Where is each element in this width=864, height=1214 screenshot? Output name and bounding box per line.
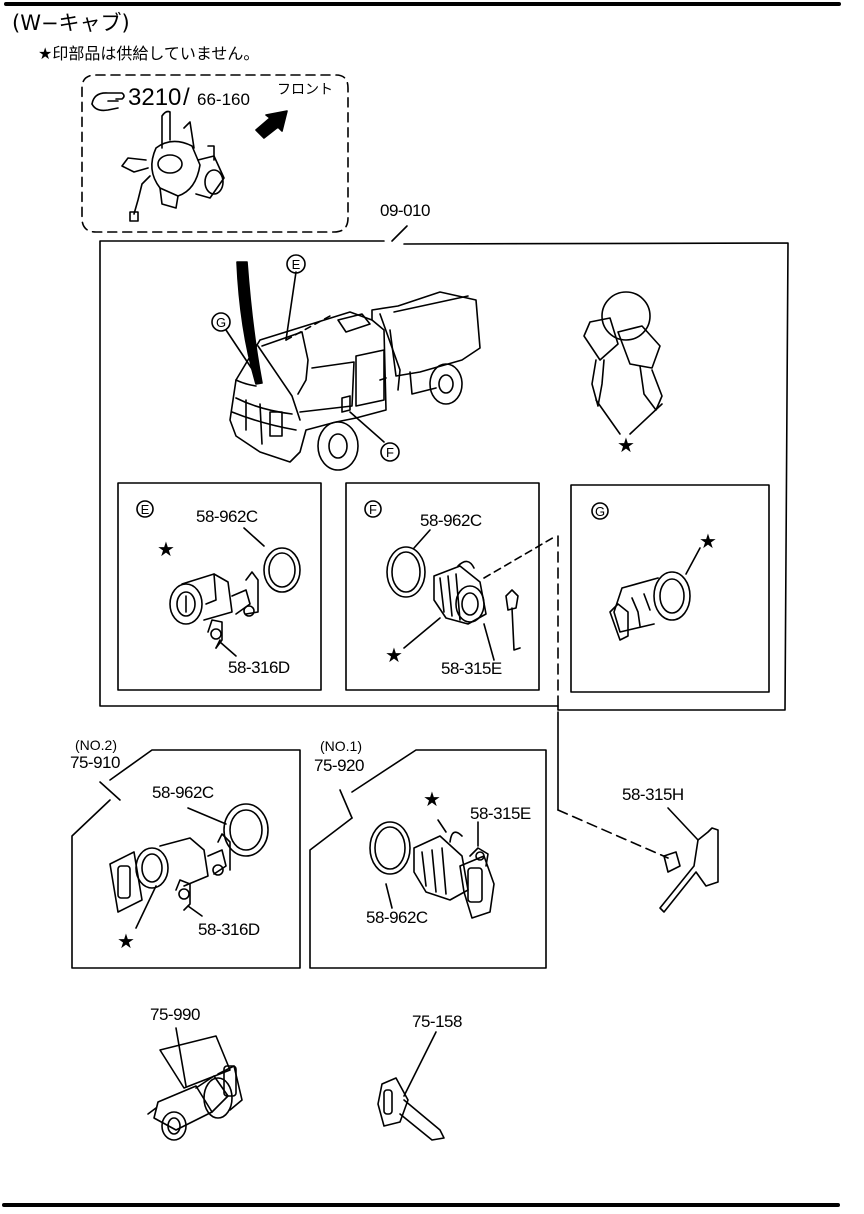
callout-f-letter: F: [386, 445, 394, 460]
truck-illustration: [225, 261, 481, 471]
callout-e-letter: E: [292, 257, 301, 272]
reference-dashed-box: [81, 74, 349, 233]
panel-f-rod-label[interactable]: 58-315E: [441, 659, 502, 678]
star-marker-set-no1: ★: [423, 789, 441, 811]
ref-main-number[interactable]: 3210: [128, 84, 182, 111]
panel-f-letter: F: [369, 502, 377, 517]
set-no2-part-label[interactable]: 75-910: [70, 753, 120, 772]
callout-circle-g[interactable]: [211, 312, 231, 332]
not-supplied-note: ★印部品は供給していません。: [38, 44, 260, 63]
panel-f-gasket-label[interactable]: 58-962C: [420, 511, 482, 530]
blank-key-75-158: [377, 1031, 445, 1141]
set-no1-number: (NO.1): [320, 738, 362, 754]
panel-e-clip-label[interactable]: 58-316D: [228, 658, 290, 677]
star-marker-set-no2: ★: [117, 931, 135, 953]
callout-circle-e[interactable]: [286, 254, 306, 274]
rod-58-315h: [659, 807, 719, 913]
blank-key-label[interactable]: 75-158: [412, 1012, 462, 1031]
panel-f-badge: [364, 500, 382, 518]
panel-f-box: [345, 482, 540, 691]
star-marker-keys: ★: [617, 435, 635, 457]
panel-g-letter: G: [595, 504, 605, 519]
pointing-hand-icon: [91, 92, 125, 112]
set-no2-gasket-label[interactable]: 58-962C: [152, 783, 214, 802]
star-marker-panel-e: ★: [157, 539, 175, 561]
callout-circle-f[interactable]: [380, 442, 400, 462]
page-title: (W−キャブ): [12, 11, 130, 35]
panel-g-badge: [591, 502, 609, 520]
set-no1-rod-label[interactable]: 58-315E: [470, 804, 531, 823]
panel-g-lock-cylinder: [609, 547, 701, 641]
rod-h-label[interactable]: 58-315H: [622, 785, 684, 804]
steering-lock-illustration: [121, 110, 225, 222]
cylinder-set-label[interactable]: 75-990: [150, 1005, 200, 1024]
key-pair-illustration: [583, 291, 663, 435]
set-no2-number: (NO.2): [75, 737, 117, 753]
panel-e-letter: E: [141, 502, 150, 517]
ref-sub-number[interactable]: 66-160: [197, 90, 250, 109]
set-no1-outline: [309, 749, 547, 969]
panel-e-badge: [136, 500, 154, 518]
front-direction-label: フロント: [277, 82, 333, 98]
panel-g-box: [570, 484, 770, 693]
callout-g-letter: G: [216, 315, 226, 330]
ref-separator: /: [183, 84, 190, 111]
star-marker-panel-g: ★: [699, 531, 717, 553]
panel-e-box: [117, 482, 322, 691]
set-no2-clip-label[interactable]: 58-316D: [198, 920, 260, 939]
set-no2-lock-cylinder: [109, 803, 269, 929]
set-no1-lock-cylinder: [369, 819, 495, 919]
panel-f-lock-cylinder: [386, 529, 557, 661]
star-marker-panel-f: ★: [385, 645, 403, 667]
cylinder-set-75-990: [147, 1027, 243, 1141]
assembly-callout-09-010[interactable]: 09-010: [380, 201, 430, 220]
panel-e-gasket-label[interactable]: 58-962C: [196, 507, 258, 526]
set-no1-gasket-label[interactable]: 58-962C: [366, 908, 428, 927]
set-no2-outline: [71, 749, 301, 969]
front-arrow-icon: [255, 110, 288, 139]
set-no1-part-label[interactable]: 75-920: [314, 756, 364, 775]
panel-e-lock-cylinder: [169, 527, 301, 657]
assembly-outline: [99, 240, 789, 711]
